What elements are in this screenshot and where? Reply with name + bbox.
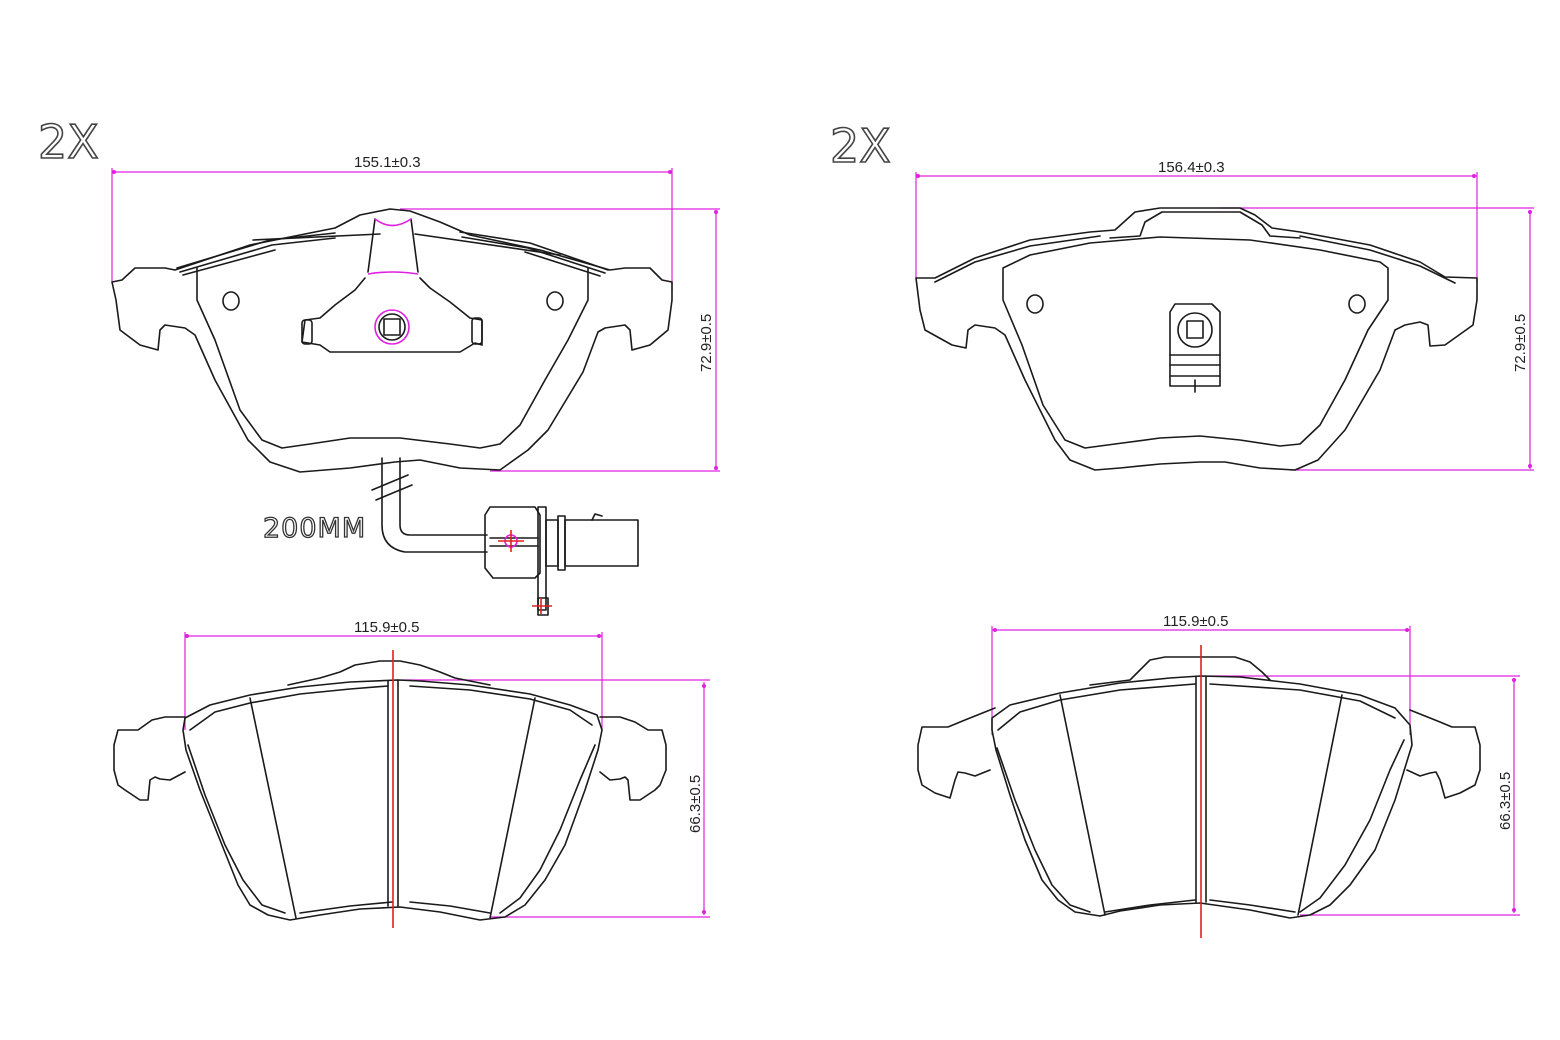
dim-arrow — [112, 170, 116, 174]
spring-clip-right — [459, 231, 609, 277]
mounting-hole-right — [1348, 294, 1366, 314]
width-dimension-text: 156.4±0.3 — [1158, 159, 1225, 176]
height-dimension-text: 72.9±0.5 — [1512, 314, 1529, 372]
sensor-bore — [1177, 312, 1213, 348]
mounting-hole-left — [222, 291, 240, 311]
bracket-crosshair — [532, 598, 552, 614]
dim-arrow — [702, 684, 706, 688]
sensor-stem — [367, 218, 419, 273]
dim-arrow — [1512, 678, 1516, 682]
break-mark — [371, 474, 409, 491]
dim-arrow — [1405, 628, 1409, 632]
pad-top-bump — [1089, 656, 1271, 686]
dim-arrow — [597, 634, 601, 638]
connector-plug — [564, 519, 639, 567]
connector-crosshair — [498, 530, 524, 552]
spring-clip — [934, 235, 1456, 284]
break-mark — [375, 484, 413, 501]
sensor-stem-base — [367, 271, 419, 275]
sensor-housing — [1169, 303, 1221, 387]
bracket-tip — [537, 597, 549, 616]
pad-top-bump — [287, 660, 491, 686]
dim-arrow — [916, 174, 920, 178]
backplate-outline — [917, 707, 1481, 799]
sensor-cable-inner — [399, 457, 488, 536]
dim-arrow — [993, 628, 997, 632]
chamfer-left — [1059, 694, 1106, 916]
sensor-cable-outer — [381, 457, 488, 553]
chamfer-right — [489, 697, 536, 919]
dim-arrow — [1512, 908, 1516, 912]
inner-arc — [414, 233, 561, 256]
view-bottom-right: 115.9±0.5 66.3±0.5 — [917, 613, 1520, 938]
sensor-square — [1186, 320, 1204, 339]
chamfer-right — [1297, 694, 1343, 916]
connector-collar — [545, 519, 559, 567]
mounting-hole-right — [546, 291, 564, 311]
dim-arrow — [185, 634, 189, 638]
sensor-bore — [378, 313, 406, 341]
dim-arrow — [714, 210, 718, 214]
dim-arrow — [714, 466, 718, 470]
connector-hex — [484, 506, 541, 579]
friction-outline — [182, 679, 603, 921]
backplate-outline — [113, 716, 667, 801]
view-bottom-left: 115.9±0.5 66.3±0.5 — [113, 619, 710, 928]
chamfer-left — [249, 697, 297, 919]
backplate-outline — [915, 207, 1478, 471]
bracket-tab-left — [301, 319, 313, 345]
sensor-stem-top — [374, 218, 412, 227]
dim-arrow — [1528, 464, 1532, 468]
dim-arrow — [668, 170, 672, 174]
connector-latch — [591, 513, 603, 521]
quantity-label-left: 2X — [38, 115, 99, 169]
friction-inner — [996, 683, 1405, 913]
width-dimension-text: 115.9±0.5 — [1163, 613, 1229, 630]
dim-arrow — [702, 910, 706, 914]
cable-length-label: 200MM — [263, 513, 366, 544]
friction-outline — [196, 267, 589, 449]
quantity-label-right: 2X — [830, 119, 891, 173]
connector-flange — [557, 515, 566, 571]
friction-outline — [1002, 236, 1389, 449]
view-top-left: 2X 155.1±0.3 72.9±0.5 — [37, 114, 720, 616]
spring-clip-left — [176, 232, 336, 276]
view-top-right: 2X 156.4±0.3 72.9±0.5 — [829, 118, 1534, 471]
clip-top — [1109, 211, 1301, 239]
sensor-bore-outer — [374, 309, 410, 345]
height-dimension-text: 66.3±0.5 — [1497, 772, 1514, 830]
sensor-square — [383, 318, 401, 336]
backplate-outline — [111, 208, 673, 473]
bracket-tab-right — [471, 317, 483, 345]
height-dimension-text: 66.3±0.5 — [687, 775, 704, 833]
mounting-hole-left — [1026, 294, 1044, 314]
sensor-bracket — [301, 277, 483, 353]
width-dimension-text: 155.1±0.3 — [354, 154, 421, 171]
dim-arrow — [1528, 210, 1532, 214]
inner-arc — [252, 233, 381, 241]
friction-outline — [991, 675, 1413, 919]
friction-inner — [187, 685, 596, 914]
height-dimension-text: 72.9±0.5 — [698, 314, 715, 372]
width-dimension-text: 115.9±0.5 — [354, 619, 420, 636]
dim-arrow — [1472, 174, 1476, 178]
